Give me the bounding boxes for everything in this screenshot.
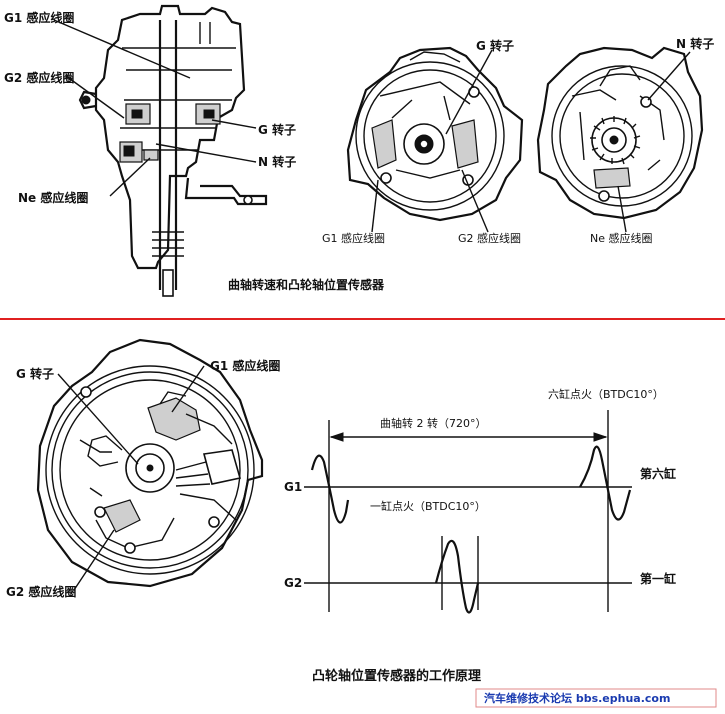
top-left-label-g2-coil: G2 感应线圈 (4, 70, 74, 85)
watermark-text: 汽车维修技术论坛 bbs.ephua.com (484, 691, 670, 705)
n-rotor-sensor-view (536, 46, 704, 233)
cam-sensor-view (36, 338, 264, 591)
dimension-arrow-right (593, 432, 608, 442)
label-cylinder-six: 第六缸 (640, 466, 676, 481)
top-left-label-ne-coil: Ne 感应线圈 (18, 190, 88, 205)
top-left-label-n-rotor: N 转子 (258, 154, 296, 169)
watermark: 汽车维修技术论坛 bbs.ephua.com (475, 688, 717, 708)
distributor-cross-section (53, 4, 268, 297)
top-right-label-ne-coil: Ne 感应线圈 (590, 231, 653, 245)
g1-wave-cylinder-one (310, 454, 350, 524)
top-mid-label-g2-coil: G2 感应线圈 (458, 231, 521, 245)
label-cylinder-one: 第一缸 (640, 571, 676, 586)
label-g2: G2 (284, 576, 302, 590)
n-rotor-teeth (590, 116, 641, 165)
g-rotor-sensor-view (346, 46, 524, 233)
top-mid-label-g1-coil: G1 感应线圈 (322, 231, 385, 245)
watermark-box (475, 688, 717, 708)
dimension-arrow-left (329, 432, 344, 442)
g2-wave (434, 539, 480, 614)
top-left-label-g1-coil: G1 感应线圈 (4, 10, 74, 25)
waveform-diagram (304, 410, 632, 614)
label-g1: G1 (284, 480, 302, 494)
top-caption: 曲轴转速和凸轮轴位置传感器 (228, 277, 385, 292)
top-right-label-n-rotor: N 转子 (676, 36, 714, 51)
label-crank-two-turns: 曲轴转 2 转（720°） (380, 416, 487, 430)
bottom-label-g1-coil: G1 感应线圈 (210, 358, 280, 373)
top-mid-label-g-rotor: G 转子 (476, 38, 514, 53)
label-ignition-cylinder-one: 一缸点火（BTDC10°） (370, 499, 486, 513)
label-ignition-cylinder-six: 六缸点火（BTDC10°） (548, 387, 664, 401)
g1-wave-cylinder-six (579, 445, 632, 521)
bottom-label-g2-coil: G2 感应线圈 (6, 584, 76, 599)
top-left-label-g-rotor: G 转子 (258, 122, 296, 137)
bottom-caption: 凸轮轴位置传感器的工作原理 (312, 668, 481, 684)
bottom-label-g-rotor: G 转子 (16, 366, 54, 381)
